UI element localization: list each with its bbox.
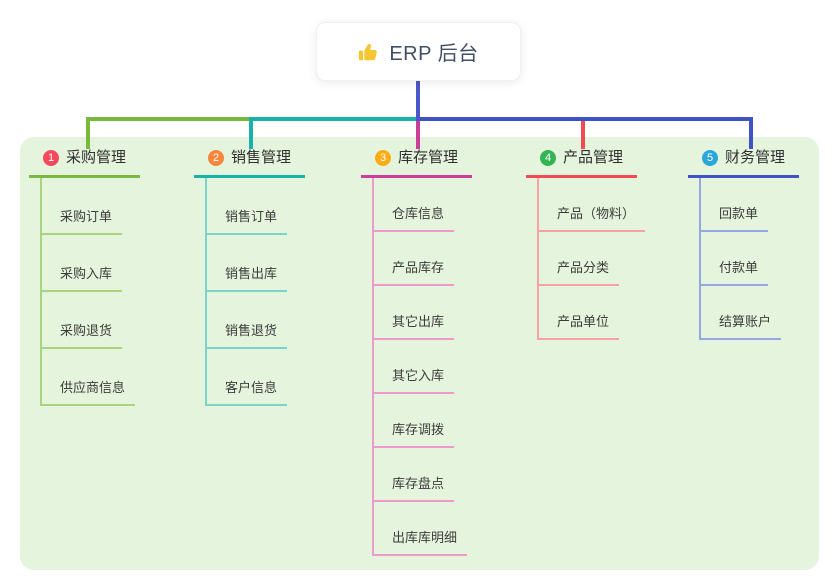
child-node[interactable]: 库存调拨 [374,394,455,448]
child-node[interactable]: 销售订单 [207,178,288,235]
branch-title[interactable]: 5 财务管理 [688,147,800,178]
connector-stub-branch5 [749,117,753,149]
branch-purchase-management: 1 采购管理 采购订单 采购入库 采购退货 供应商信息 [29,147,141,406]
branch-title-label: 采购管理 [66,149,127,166]
connector-rail-branch1 [86,117,253,121]
child-node[interactable]: 仓库信息 [374,178,455,232]
connector-stub-branch2 [249,117,253,149]
child-node[interactable]: 销售出库 [207,235,288,292]
branches-panel [20,137,819,570]
child-node[interactable]: 产品分类 [539,232,620,286]
child-node[interactable]: 产品（物料） [539,178,646,232]
child-node[interactable]: 销售退货 [207,292,288,349]
child-node[interactable]: 供应商信息 [42,349,136,406]
branch-children: 产品（物料） 产品分类 产品单位 [537,178,646,340]
connector-rail-branch2 [249,117,420,121]
root-node-label: ERP 后台 [389,43,479,65]
branch-product-management: 4 产品管理 产品（物料） 产品分类 产品单位 [526,147,646,340]
branch-children: 采购订单 采购入库 采购退货 供应商信息 [40,178,136,406]
branch-title[interactable]: 2 销售管理 [194,147,306,178]
branch-title[interactable]: 3 库存管理 [361,147,473,178]
child-node[interactable]: 出库库明细 [374,502,468,556]
branch-title-label: 销售管理 [231,149,292,166]
child-node[interactable]: 产品库存 [374,232,455,286]
child-node[interactable]: 回款单 [701,178,769,232]
branch-title[interactable]: 1 采购管理 [29,147,141,178]
child-node[interactable]: 其它出库 [374,286,455,340]
branch-title[interactable]: 4 产品管理 [526,147,638,178]
connector-stub-branch1 [86,117,90,149]
connector-stub-branch4 [581,117,585,149]
child-node[interactable]: 其它入库 [374,340,455,394]
branch-finance-management: 5 财务管理 回款单 付款单 结算账户 [688,147,800,340]
thumbs-up-icon [359,43,378,60]
child-node[interactable]: 采购入库 [42,235,123,292]
branch-number-badge: 5 [702,149,718,166]
branch-title-label: 产品管理 [563,149,624,166]
branch-children: 回款单 付款单 结算账户 [699,178,782,340]
child-node[interactable]: 库存盘点 [374,448,455,502]
connector-root-stem [416,81,420,121]
branch-inventory-management: 3 库存管理 仓库信息 产品库存 其它出库 其它入库 库存调拨 库存盘点 出库库… [361,147,473,556]
branch-children: 销售订单 销售出库 销售退货 客户信息 [205,178,288,406]
connector-rail-branch5 [416,117,753,121]
branch-number-badge: 1 [43,149,59,166]
child-node[interactable]: 产品单位 [539,286,620,340]
child-node[interactable]: 付款单 [701,232,769,286]
branch-number-badge: 2 [208,149,224,166]
branch-number-badge: 3 [375,149,391,166]
branch-title-label: 财务管理 [725,149,786,166]
connector-stub-branch3 [416,117,420,149]
child-node[interactable]: 采购退货 [42,292,123,349]
child-node[interactable]: 结算账户 [701,286,782,340]
child-node[interactable]: 客户信息 [207,349,288,406]
branch-number-badge: 4 [540,149,556,166]
branch-sales-management: 2 销售管理 销售订单 销售出库 销售退货 客户信息 [194,147,306,406]
child-node[interactable]: 采购订单 [42,178,123,235]
root-node[interactable]: ERP 后台 [316,22,521,81]
branch-children: 仓库信息 产品库存 其它出库 其它入库 库存调拨 库存盘点 出库库明细 [372,178,468,556]
branch-title-label: 库存管理 [398,149,459,166]
